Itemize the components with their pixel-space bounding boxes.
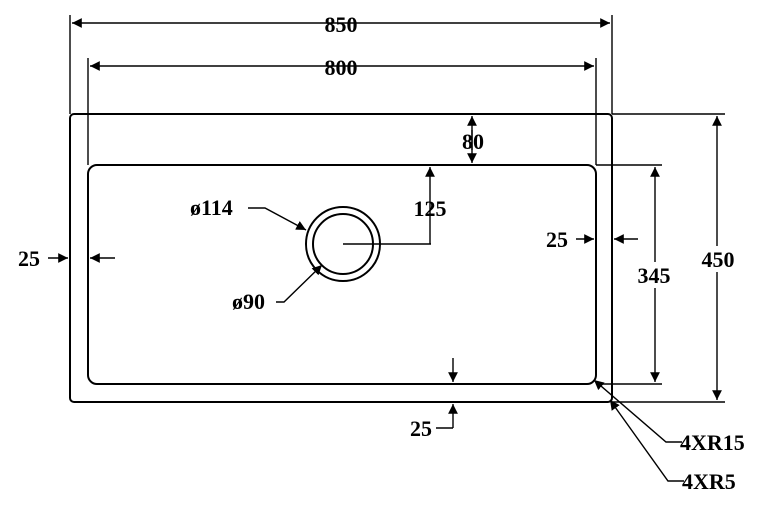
outer-sink-outline (69, 113, 613, 403)
dim-25-right-label: 25 (546, 227, 568, 252)
inner-bowl-outline (87, 164, 597, 385)
dim-25-bottom-label: 25 (410, 416, 432, 441)
dia-114-leader (248, 207, 307, 231)
dim-345-label: 345 (638, 263, 671, 288)
dim-25-left-label: 25 (18, 246, 40, 271)
radius-r15-leader (593, 379, 682, 443)
dim-450-label-bg (696, 246, 742, 272)
dim-850-label: 850 (325, 12, 358, 37)
radius-r5-leader (609, 399, 684, 482)
dia-114-label: ø114 (190, 195, 233, 220)
dim-80-label: 80 (462, 129, 484, 154)
radius-r15-label: 4XR15 (680, 430, 745, 455)
dim-345-label-bg (630, 262, 676, 288)
radius-r5-label: 4XR5 (682, 469, 736, 494)
dim-800-label: 800 (325, 55, 358, 80)
dia-90-leader (276, 264, 323, 303)
dia-90-label: ø90 (232, 289, 265, 314)
dim-125-label: 125 (414, 196, 447, 221)
dim-450-label: 450 (702, 247, 735, 272)
